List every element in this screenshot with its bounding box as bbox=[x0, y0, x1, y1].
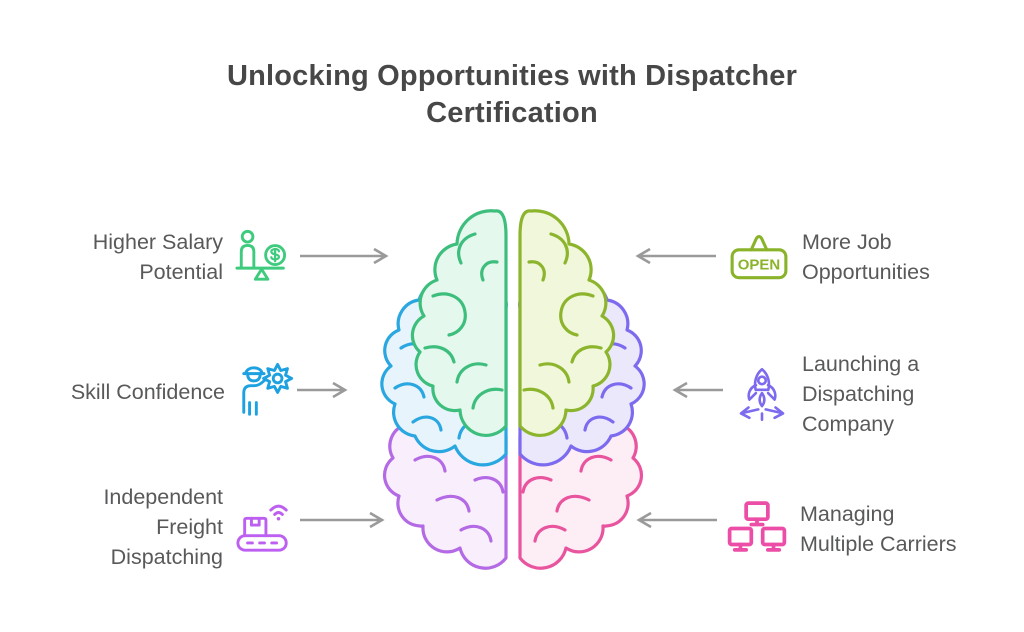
benefit-launch-company: Launching a Dispatching Company bbox=[734, 347, 919, 441]
title-line-2: Certification bbox=[426, 97, 598, 129]
benefit-higher-salary: Higher Salary Potential bbox=[40, 222, 293, 292]
skilled-person-gear-icon bbox=[242, 363, 294, 416]
arrow-right-top bbox=[635, 247, 716, 265]
benefit-label: Higher Salary Potential bbox=[92, 230, 223, 284]
page-title: Unlocking Opportunities with Dispatcher … bbox=[0, 58, 1024, 132]
benefit-label: More Job Opportunities bbox=[802, 230, 930, 284]
brain-right-hemisphere bbox=[518, 209, 646, 570]
brain-folds bbox=[423, 232, 504, 410]
brain-illustration bbox=[380, 209, 646, 570]
benefit-label: Skill Confidence bbox=[70, 380, 225, 404]
benefit-label: Managing Multiple Carriers bbox=[800, 502, 957, 556]
brain-folds bbox=[522, 232, 603, 410]
title-line-1: Unlocking Opportunities with Dispatcher bbox=[226, 60, 798, 92]
arrow-right-bottom bbox=[636, 511, 717, 529]
benefit-skill-confidence: Skill Confidence bbox=[28, 359, 295, 425]
open-sign-text: OPEN bbox=[738, 256, 780, 273]
freight-conveyor-icon bbox=[236, 504, 288, 552]
benefit-more-jobs: OPEN More Job Opportunities bbox=[728, 222, 930, 292]
arrow-right-middle bbox=[672, 381, 723, 399]
benefit-label: Launching a Dispatching Company bbox=[802, 352, 920, 436]
brain-folds bbox=[413, 454, 505, 543]
network-monitors-icon bbox=[727, 501, 787, 552]
arrow-left-top bbox=[300, 247, 389, 265]
brain-folds bbox=[521, 454, 613, 543]
benefit-multiple-carriers: Managing Multiple Carriers bbox=[726, 494, 957, 564]
arrow-left-middle bbox=[297, 381, 348, 399]
brain-left-hemisphere bbox=[380, 209, 508, 570]
open-sign-icon: OPEN bbox=[730, 235, 788, 280]
brain-lobe-left-frontal bbox=[410, 209, 508, 437]
benefit-independent-freight: Independent Freight Dispatching bbox=[40, 480, 293, 574]
brain-lobe-right-frontal bbox=[518, 209, 616, 437]
arrow-left-bottom bbox=[300, 511, 385, 529]
salary-balance-icon bbox=[235, 229, 287, 281]
benefit-label: Independent Freight Dispatching bbox=[103, 485, 223, 569]
rocket-launch-icon bbox=[739, 367, 785, 421]
